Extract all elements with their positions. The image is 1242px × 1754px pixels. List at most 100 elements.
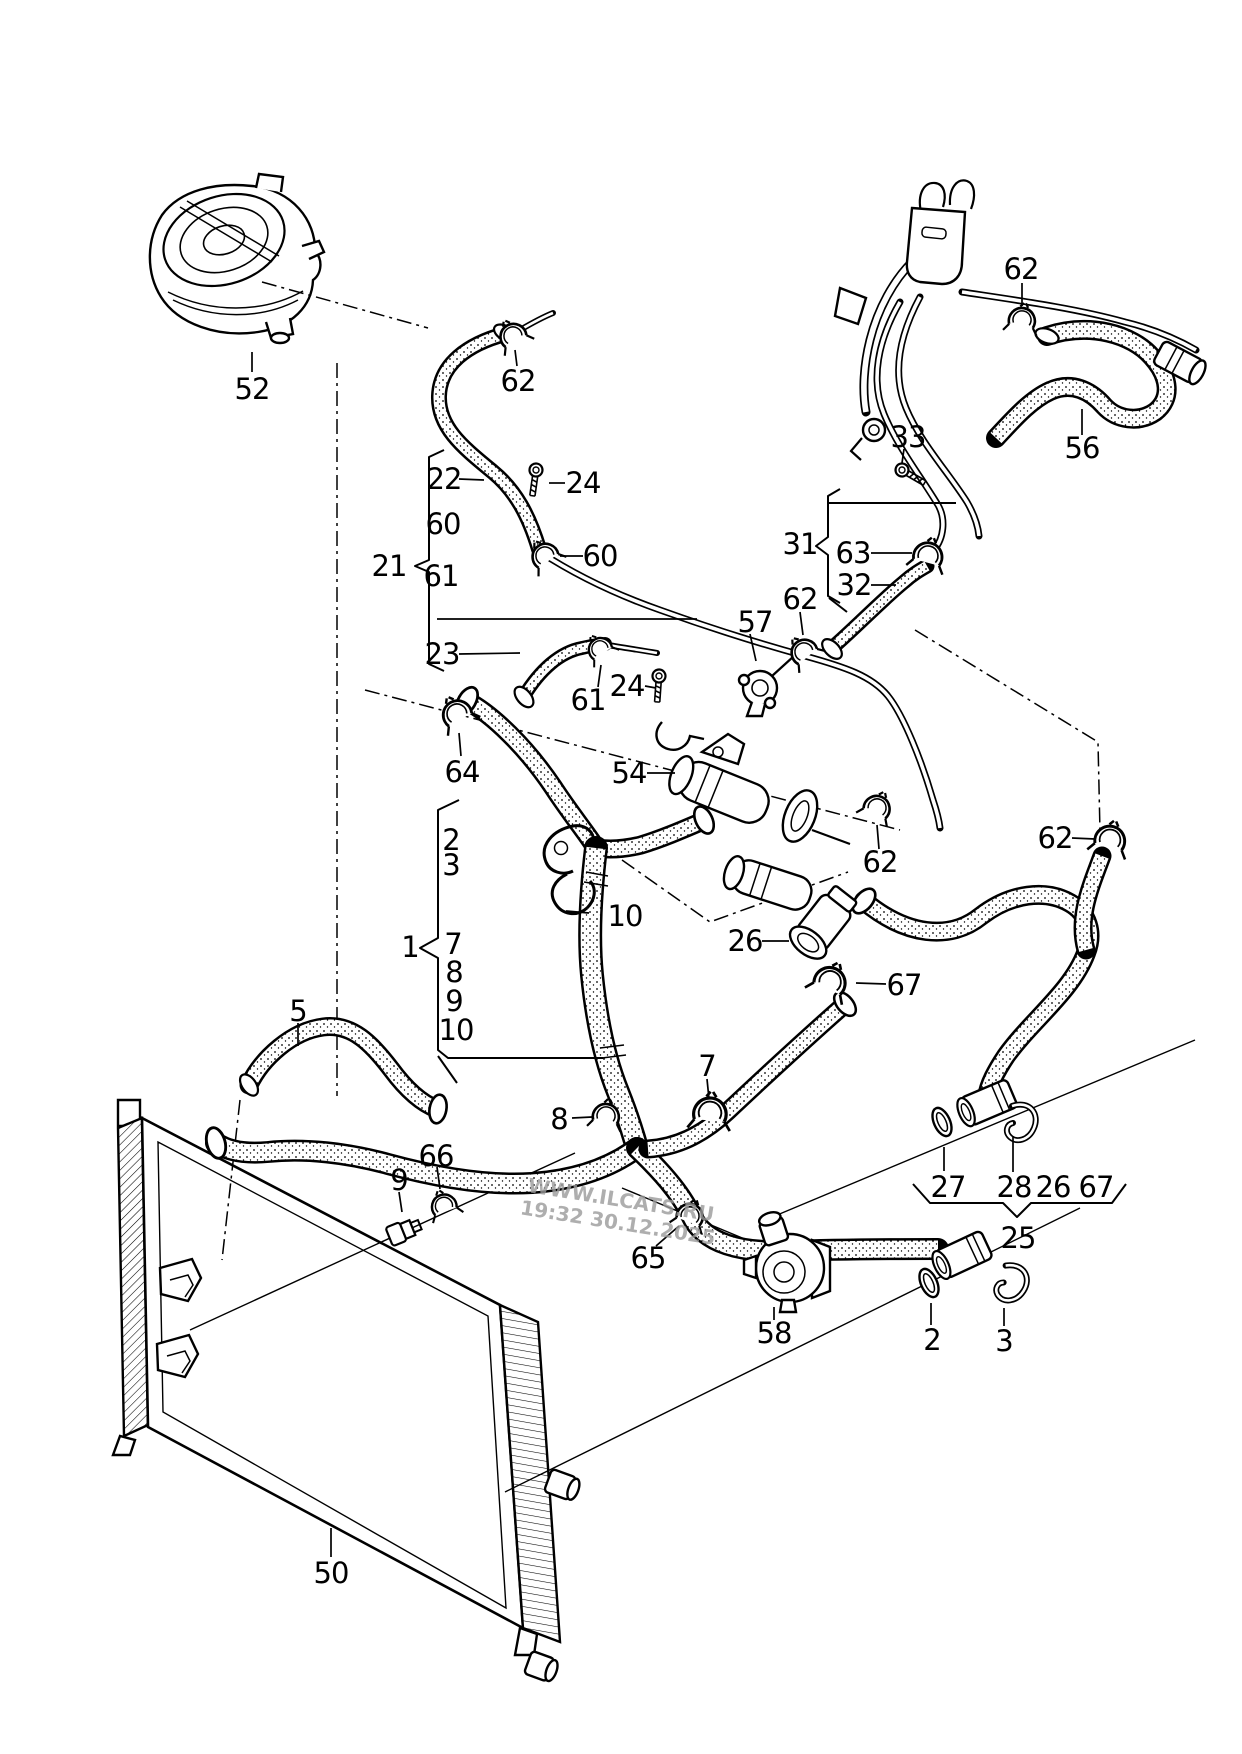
radiator-port-lower (523, 1650, 559, 1683)
part-label-58: 58 (757, 1316, 792, 1350)
leader-line-2 (458, 478, 485, 481)
part-label-33: 33 (891, 420, 926, 454)
part-label-5: 5 (289, 994, 306, 1028)
part-label-61a: 61 (424, 559, 459, 593)
part-label-54: 54 (612, 756, 647, 790)
part-label-50: 50 (314, 1556, 349, 1590)
hose-branch-a-fill (211, 1135, 643, 1193)
hoses (205, 320, 1177, 1263)
leader-line-26 (398, 1191, 403, 1213)
part-label-8b: 8 (550, 1102, 567, 1136)
part-label-2a: 2 (442, 823, 459, 857)
part-label-3a: 3 (442, 848, 459, 882)
aux-pump-58 (742, 1210, 832, 1314)
part-label-24b: 24 (610, 669, 645, 703)
part-label-52: 52 (235, 372, 270, 406)
radiator (111, 1098, 581, 1683)
bracket-group-1 (419, 799, 603, 1059)
part-label-23: 23 (425, 637, 460, 671)
pump-26 (788, 885, 858, 960)
bracket-group-21 (414, 449, 445, 672)
hose-right-end-fill (1076, 853, 1109, 952)
hose-upper-b-fill (595, 814, 706, 856)
part-label-21: 21 (372, 549, 407, 583)
construction-line-1 (221, 1099, 241, 1261)
leader-line-12 (799, 611, 804, 636)
leader-line-20 (855, 982, 887, 985)
callout-lines (251, 283, 1127, 1557)
part-label-65: 65 (631, 1241, 666, 1275)
part-label-62c: 62 (783, 582, 818, 616)
part-label-3b: 3 (995, 1324, 1012, 1358)
radiator-port-upper (543, 1468, 581, 1501)
leader-line-22 (1071, 837, 1096, 840)
part-label-31: 31 (783, 527, 818, 561)
hose-ends (201, 319, 1062, 1162)
part-label-10a: 10 (439, 1013, 474, 1047)
leader-line-1 (514, 349, 518, 367)
part-label-62f: 62 (863, 845, 898, 879)
part-label-10b: 10 (608, 899, 643, 933)
part-label-62e: 62 (1038, 821, 1073, 855)
leader-line-28 (655, 1225, 680, 1247)
leader-line-27 (436, 1166, 441, 1190)
leader-line-6 (458, 652, 521, 655)
part-label-26a: 26 (728, 924, 763, 958)
expansion-tank (148, 172, 326, 345)
hose-upper-a-fill (463, 694, 603, 853)
part-label-9b: 9 (390, 1163, 407, 1197)
part-label-9a: 9 (445, 984, 462, 1018)
leader-line-11 (749, 633, 757, 662)
retainer-clip-10 (542, 824, 596, 916)
part-label-28: 28 (997, 1170, 1032, 1204)
part-label-61b: 61 (571, 683, 606, 717)
part-label-56: 56 (1065, 431, 1100, 465)
hose-56-fill (990, 322, 1175, 444)
construction-line-7 (769, 1039, 1196, 1219)
part-label-1: 1 (401, 930, 418, 964)
bracket-group-25 (912, 1183, 1127, 1218)
fitting-56-end (1153, 340, 1207, 386)
leader-line-24 (706, 1078, 710, 1100)
part-label-7a: 7 (444, 927, 461, 961)
leader-line-21 (876, 824, 880, 850)
part-label-60b: 60 (583, 539, 618, 573)
part-label-22: 22 (427, 462, 462, 496)
part-label-8a: 8 (445, 955, 462, 989)
part-label-57: 57 (738, 605, 773, 639)
leader-line-25 (571, 1116, 593, 1119)
construction-line-2 (261, 281, 429, 329)
part-label-2b: 2 (923, 1323, 940, 1357)
leader-line-9 (458, 732, 462, 757)
leader-line-13 (901, 448, 905, 464)
part-label-67b: 67 (1079, 1170, 1114, 1204)
part-label-26b: 26 (1036, 1170, 1071, 1204)
coolant-regulator-54 (668, 732, 851, 911)
leader-line-18 (565, 910, 590, 914)
part-label-27: 27 (931, 1170, 966, 1204)
construction-line-4 (914, 629, 1101, 833)
pipe-bracket-61 (655, 721, 705, 751)
part-label-62a: 62 (501, 364, 536, 398)
part-label-63: 63 (836, 536, 871, 570)
part-label-62d: 62 (1004, 252, 1039, 286)
bracket-group-1-tick (437, 1055, 458, 1084)
part-label-7b: 7 (698, 1049, 715, 1083)
bracket-group-31 (815, 488, 841, 604)
hose-22-fill (433, 328, 545, 551)
leader-line-7 (597, 664, 602, 688)
flange-57 (737, 655, 795, 718)
part-label-64: 64 (445, 755, 480, 789)
bracket-group-31-tick (828, 597, 848, 613)
part-label-67a: 67 (887, 968, 922, 1002)
part-label-32: 32 (837, 568, 872, 602)
tank-cap (162, 192, 286, 288)
metal-pipes (517, 257, 1200, 832)
hose-elbow-fill (647, 999, 849, 1156)
part-label-24a: 24 (566, 466, 601, 500)
hose-32-fill (828, 561, 930, 652)
leader-line-8 (644, 685, 657, 689)
part-label-25: 25 (1001, 1221, 1036, 1255)
